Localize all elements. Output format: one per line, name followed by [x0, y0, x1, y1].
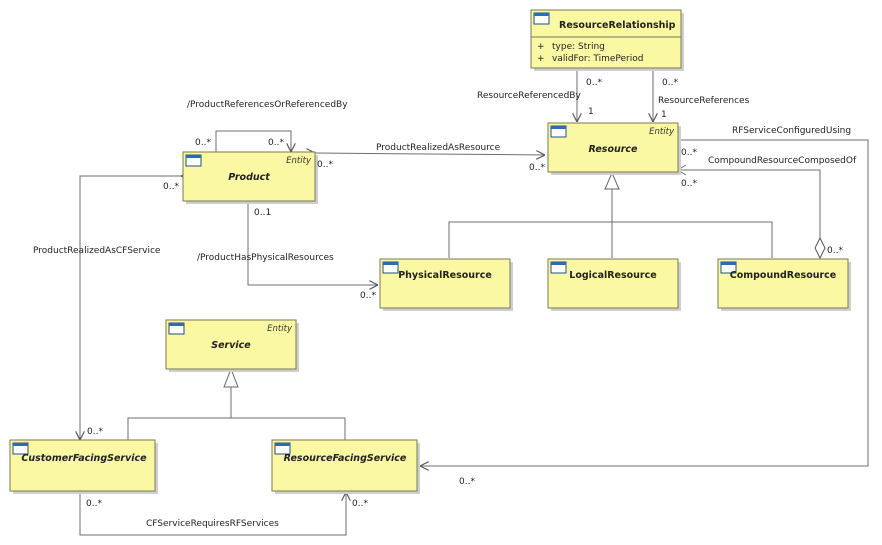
association-label: CFServiceRequiresRFServices — [146, 519, 279, 529]
service-generalization-triangle — [223, 367, 239, 388]
association-lines — [80, 70, 869, 536]
class-service[interactable]: Entity Service — [165, 319, 299, 372]
class-name: Resource — [589, 144, 639, 155]
association-label: /ProductReferencesOrReferencedBy — [187, 100, 348, 110]
multiplicity-label: 0..* — [586, 78, 602, 88]
multiplicity-label: 0..* — [268, 138, 284, 148]
multiplicity-label: 0..* — [360, 291, 376, 301]
product-has-physical-resources-line — [248, 202, 378, 285]
class-name: Product — [228, 172, 270, 183]
association-label: ResourceReferences — [658, 96, 750, 106]
compound-resource-composed-of-line — [678, 169, 821, 238]
class-resource[interactable]: Entity Resource — [547, 122, 681, 175]
class-icon — [720, 261, 737, 274]
stereotype-label: Entity — [267, 324, 293, 334]
class-icon — [382, 261, 399, 274]
multiplicity-label: 0..* — [86, 499, 102, 509]
multiplicity-label: 0..* — [529, 163, 545, 173]
association-label: CompoundResourceComposedOf — [708, 156, 857, 166]
class-name: ResourceFacingService — [284, 453, 407, 464]
class-name: Service — [211, 340, 251, 351]
class-icon — [550, 261, 567, 274]
class-compound-resource[interactable]: CompoundResource — [717, 258, 851, 311]
multiplicity-label: 0..* — [195, 138, 211, 148]
class-icon — [168, 322, 185, 335]
class-name: CompoundResource — [730, 270, 837, 281]
multiplicity-label: 0..* — [459, 477, 475, 487]
association-label: ResourceReferencedBy — [477, 91, 581, 101]
generalization-lines — [127, 171, 773, 440]
multiplicity-label: 0..* — [87, 427, 103, 437]
multiplicity-label: 0..* — [681, 179, 697, 189]
multiplicity-label: 0..* — [662, 78, 678, 88]
attribute-visibility: + — [537, 42, 545, 52]
association-label: /ProductHasPhysicalResources — [197, 253, 334, 263]
association-labels: /ProductReferencesOrReferencedBy 0..* 0.… — [33, 78, 857, 529]
composition-diamond — [814, 236, 826, 260]
class-name: LogicalResource — [569, 270, 656, 281]
class-resource-facing-service[interactable]: ResourceFacingService — [271, 439, 420, 494]
product-resource-association-line — [315, 153, 545, 155]
multiplicity-label: 0..* — [827, 246, 843, 256]
class-resource-relationship[interactable]: ResourceRelationship + type: String + va… — [530, 9, 684, 71]
attribute-visibility: + — [537, 54, 545, 64]
class-physical-resource[interactable]: PhysicalResource — [379, 258, 513, 311]
class-logical-resource[interactable]: LogicalResource — [547, 258, 681, 311]
resource-generalization-tree — [448, 189, 773, 258]
product-realized-as-cfservice-line — [80, 176, 181, 440]
class-icon — [274, 442, 291, 455]
attribute-valid-for: validFor: TimePeriod — [552, 54, 643, 64]
multiplicity-label: 1 — [661, 110, 667, 120]
multiplicity-label: 0..* — [681, 148, 697, 158]
cf-requires-rf-line — [80, 492, 346, 536]
class-customer-facing-service[interactable]: CustomerFacingService — [9, 439, 158, 494]
service-generalization-tree — [127, 387, 346, 440]
class-name: ResourceRelationship — [559, 20, 676, 31]
class-name: CustomerFacingService — [21, 453, 147, 464]
resource-generalization-triangle — [604, 171, 620, 190]
class-icon — [550, 125, 567, 138]
class-icon — [12, 442, 29, 455]
association-label: ProductRealizedAsCFService — [33, 246, 161, 256]
class-name: PhysicalResource — [398, 270, 492, 281]
attribute-type: type: String — [552, 42, 605, 52]
rf-service-configured-using-line — [420, 140, 869, 466]
multiplicity-label: 0..* — [163, 182, 179, 192]
multiplicity-label: 1 — [588, 107, 594, 117]
class-product[interactable]: Entity Product — [182, 151, 318, 204]
product-self-association-line — [216, 130, 291, 152]
association-label: RFServiceConfiguredUsing — [732, 126, 851, 136]
class-icon — [533, 12, 550, 25]
stereotype-label: Entity — [286, 156, 312, 166]
association-label: ProductRealizedAsResource — [376, 143, 501, 153]
class-icon — [185, 154, 202, 167]
multiplicity-label: 0..1 — [254, 208, 271, 218]
stereotype-label: Entity — [649, 127, 675, 137]
multiplicity-label: 0..* — [352, 499, 368, 509]
multiplicity-label: 0..* — [317, 160, 333, 170]
